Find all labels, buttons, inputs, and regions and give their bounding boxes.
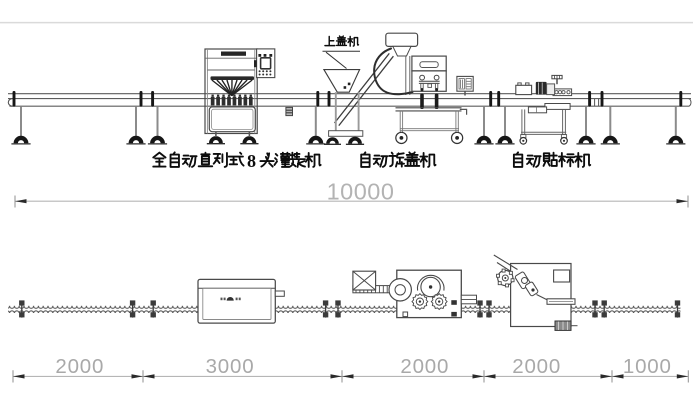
svg-text:2000: 2000: [512, 355, 561, 378]
svg-text:3000: 3000: [206, 355, 255, 378]
svg-text:8: 8: [247, 151, 256, 171]
svg-text:2000: 2000: [55, 355, 104, 378]
svg-text:1000: 1000: [623, 355, 672, 378]
svg-text:2000: 2000: [400, 355, 449, 378]
svg-text:10000: 10000: [327, 179, 395, 205]
